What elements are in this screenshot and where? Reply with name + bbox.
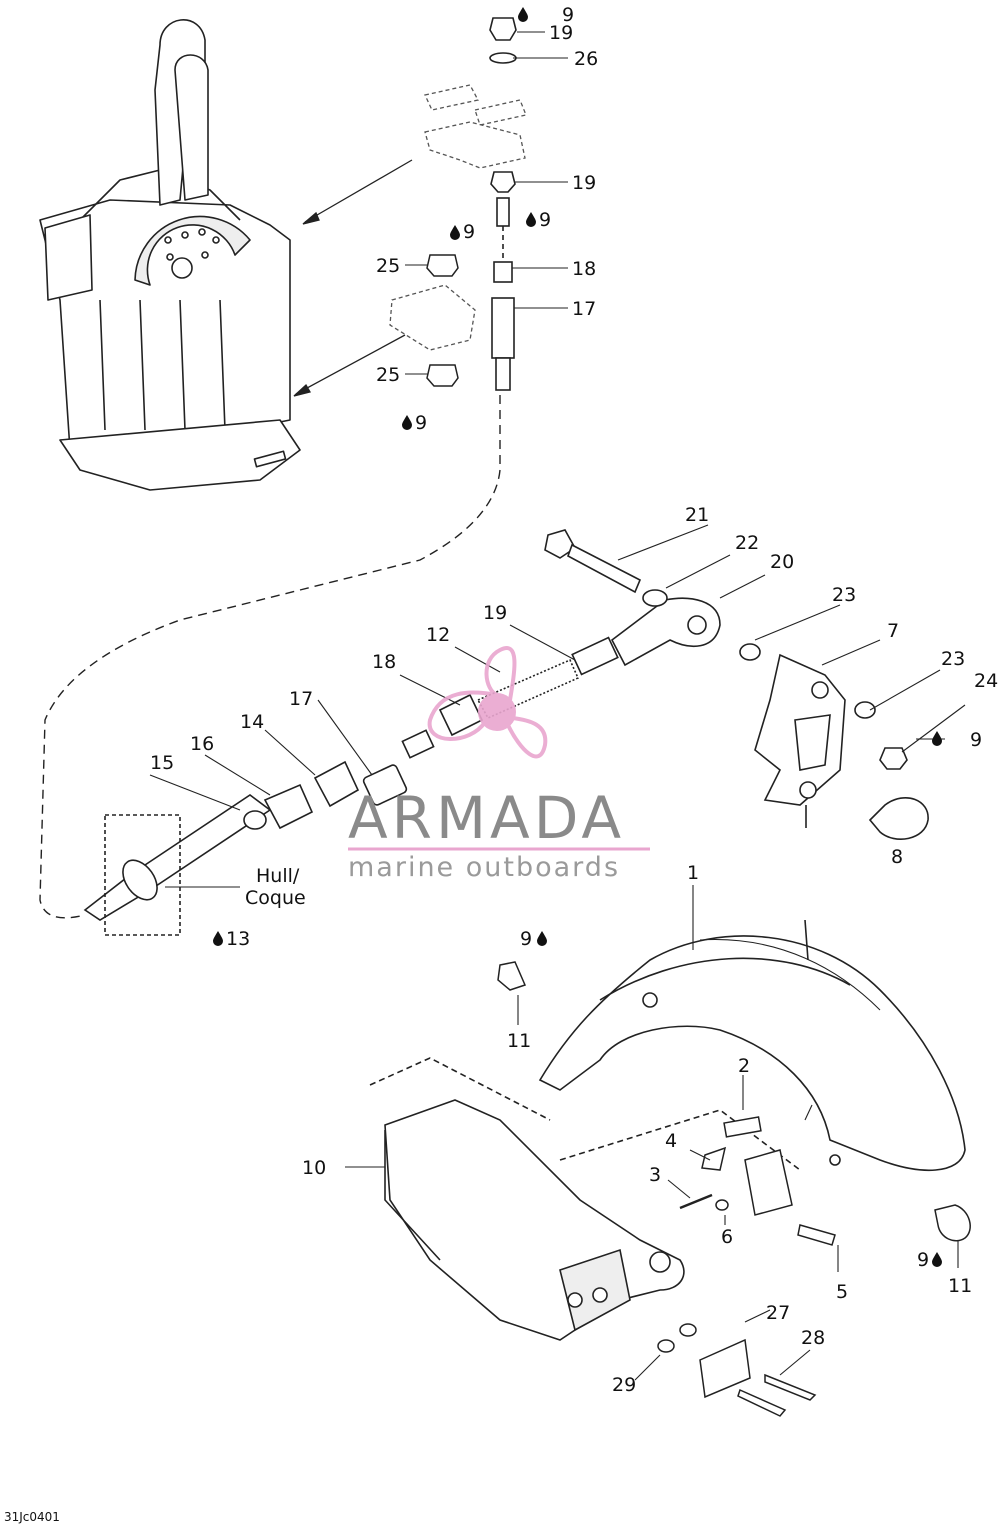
callout-6: 6: [721, 1226, 733, 1248]
callout-3: 3: [649, 1164, 661, 1186]
callout-12: 12: [426, 624, 450, 646]
callout-16: 16: [190, 733, 214, 755]
callout-19: 19: [572, 172, 596, 194]
callout-9: 9: [520, 928, 532, 950]
propeller-logo-icon: [427, 646, 548, 759]
callout-9: 9: [463, 221, 475, 243]
callout-9: 9: [562, 4, 574, 26]
cable-clamp-plates: [389, 84, 527, 351]
callout-29: 29: [612, 1374, 636, 1396]
callout-19: 19: [483, 602, 507, 624]
cable-routing-line: [39, 395, 501, 919]
callout-25: 25: [376, 255, 400, 277]
callout-5: 5: [836, 1281, 848, 1303]
callout-21: 21: [685, 504, 709, 526]
coque-label: Coque: [245, 887, 306, 909]
callout-9: 9: [917, 1249, 929, 1271]
callout-26: 26: [574, 48, 598, 70]
cable-assembly: [83, 597, 721, 936]
callout-27: 27: [766, 1302, 790, 1324]
callout-8: 8: [891, 846, 903, 868]
callout-11: 11: [507, 1030, 531, 1052]
throttle-control-assembly: [39, 19, 301, 491]
shift-plate-1: [538, 919, 966, 1172]
callout-28: 28: [801, 1327, 825, 1349]
callout-2: 2: [738, 1055, 750, 1077]
nut-25-upper: [426, 254, 459, 277]
housing-10: [369, 1057, 801, 1341]
callout-23: 23: [832, 584, 856, 606]
callout-23: 23: [941, 648, 965, 670]
callout-13: 13: [226, 928, 250, 950]
callout-4: 4: [665, 1130, 677, 1152]
callout-18: 18: [572, 258, 596, 280]
callout-17: 17: [289, 688, 313, 710]
assembly-arrows: [293, 159, 413, 397]
callout-17: 17: [572, 298, 596, 320]
callout-9: 9: [415, 412, 427, 434]
bracket-7: [754, 653, 929, 840]
nut-25-lower: [426, 364, 459, 387]
callout-labels: 9 19 26 19 9 9 25 18 17 25 9 21 22 20 23…: [4, 4, 998, 1524]
brand-name: ARMADA: [348, 784, 625, 852]
brand-tagline: marine outboards: [348, 852, 620, 883]
callout-9: 9: [539, 209, 551, 231]
armada-watermark: ARMADA marine outboards: [348, 646, 650, 883]
bolt-21: [544, 529, 876, 719]
small-hardware: [497, 961, 971, 1417]
callout-leaders: [149, 31, 966, 1381]
callout-25: 25: [376, 364, 400, 386]
callout-19: 19: [549, 22, 573, 44]
callout-24: 24: [974, 670, 998, 692]
shift-cable-end: [489, 17, 517, 391]
callout-18: 18: [372, 651, 396, 673]
callout-22: 22: [735, 532, 759, 554]
hull-label: Hull/: [256, 865, 300, 887]
callout-15: 15: [150, 752, 174, 774]
callout-11: 11: [948, 1275, 972, 1297]
callout-1: 1: [687, 862, 699, 884]
callout-9: 9: [970, 729, 982, 751]
callout-20: 20: [770, 551, 794, 573]
callout-10: 10: [302, 1157, 326, 1179]
drawing-reference: 31Jc0401: [4, 1510, 60, 1524]
callout-14: 14: [240, 711, 264, 733]
callout-7: 7: [887, 620, 899, 642]
